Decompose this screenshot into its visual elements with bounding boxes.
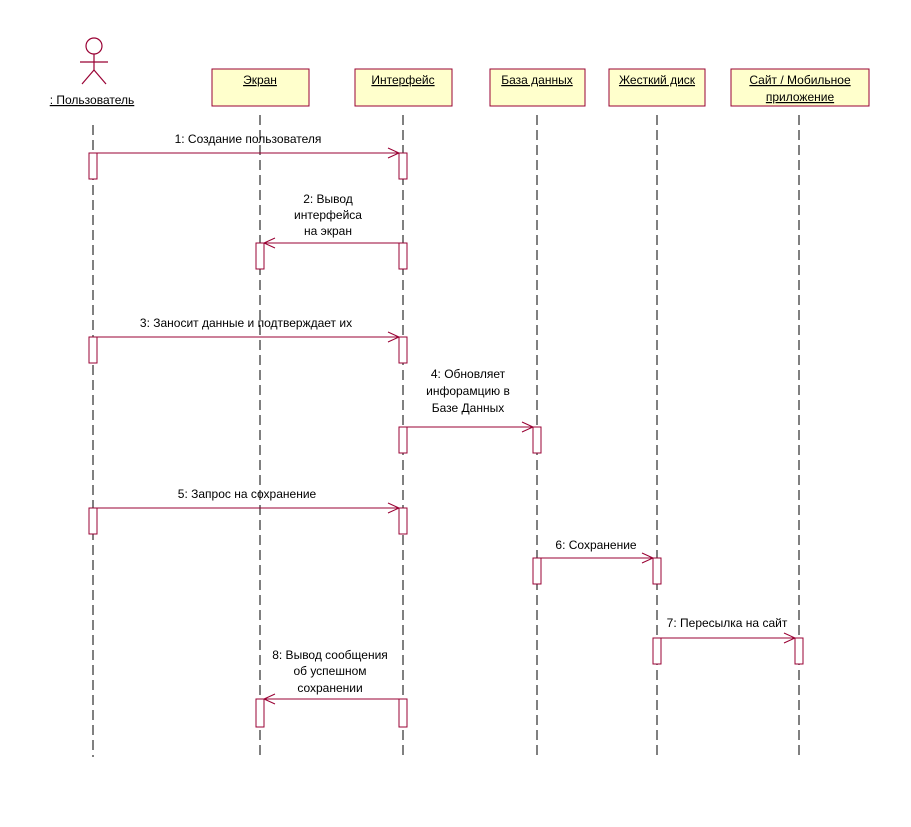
object-database[interactable]: База данных <box>489 68 586 107</box>
actor-leg-left <box>81 69 95 85</box>
activation-interface <box>398 698 408 728</box>
arrowhead-left-icon <box>262 237 276 249</box>
arrowhead-right-icon <box>641 552 655 564</box>
message-4[interactable]: 4: Обновляет инфорамцию в Базе Данных <box>407 367 535 433</box>
message-label: 4: Обновляет <box>431 367 506 381</box>
message-label: на экран <box>304 224 352 238</box>
object-label: Экран <box>243 73 277 87</box>
activation-interface <box>398 336 408 364</box>
object-interface[interactable]: Интерфейс <box>354 68 453 107</box>
activation-user <box>88 152 98 180</box>
activation-harddisk <box>652 637 662 665</box>
activation-interface <box>398 152 408 180</box>
activation-interface <box>398 426 408 454</box>
object-label: Жесткий диск <box>619 73 696 87</box>
activation-harddisk <box>652 557 662 585</box>
activation-screen <box>255 698 265 728</box>
message-label: 6: Сохранение <box>555 538 637 552</box>
object-harddisk[interactable]: Жесткий диск <box>608 68 706 107</box>
activation-database <box>532 426 542 454</box>
activation-user <box>88 507 98 535</box>
object-box <box>730 68 870 107</box>
actor-head <box>85 37 103 55</box>
message-8[interactable]: 8: Вывод сообщения об успешном сохранени… <box>262 648 399 705</box>
arrowhead-right-icon <box>387 331 401 343</box>
message-label: Базе Данных <box>432 401 504 415</box>
activation-user <box>88 336 98 364</box>
message-3[interactable]: 3: Заносит данные и подтверждает их <box>97 316 401 343</box>
object-label: приложение <box>766 90 835 104</box>
actor-label: : Пользователь <box>50 93 135 107</box>
message-1[interactable]: 1: Создание пользователя <box>97 132 401 159</box>
message-5[interactable]: 5: Запрос на сохранение <box>97 487 401 514</box>
object-box <box>211 68 310 107</box>
activation-site <box>794 637 804 665</box>
arrowhead-left-icon <box>262 693 276 705</box>
message-label: 5: Запрос на сохранение <box>178 487 317 501</box>
object-box <box>354 68 453 107</box>
object-label: Интерфейс <box>371 73 434 87</box>
message-7[interactable]: 7: Пересылка на сайт <box>661 616 797 644</box>
message-2[interactable]: 2: Вывод интерфейса на экран <box>262 192 399 249</box>
message-label: 3: Заносит данные и подтверждает их <box>140 316 352 330</box>
message-label: 1: Создание пользователя <box>175 132 322 146</box>
arrowhead-right-icon <box>521 421 535 433</box>
object-label: База данных <box>501 73 572 87</box>
arrowhead-right-icon <box>387 502 401 514</box>
activation-interface <box>398 507 408 535</box>
object-box <box>489 68 586 107</box>
activation-screen <box>255 242 265 270</box>
message-label: сохранении <box>297 681 362 695</box>
activation-database <box>532 557 542 585</box>
actor-leg-right <box>93 69 107 85</box>
object-screen[interactable]: Экран <box>211 68 310 107</box>
arrowhead-right-icon <box>783 632 797 644</box>
object-site[interactable]: Сайт / Мобильное приложение <box>730 68 870 107</box>
activation-interface <box>398 242 408 270</box>
actor-user[interactable]: : Пользователь <box>50 37 135 107</box>
message-label: 2: Вывод <box>303 192 353 206</box>
message-6[interactable]: 6: Сохранение <box>541 538 655 564</box>
message-label: интерфейса <box>294 208 362 222</box>
object-label: Сайт / Мобильное <box>749 73 851 87</box>
arrowhead-right-icon <box>387 147 401 159</box>
message-label: об успешном <box>293 664 366 678</box>
object-box <box>608 68 706 107</box>
message-label: 8: Вывод сообщения <box>272 648 388 662</box>
message-label: инфорамцию в <box>426 384 510 398</box>
message-label: 7: Пересылка на сайт <box>667 616 788 630</box>
